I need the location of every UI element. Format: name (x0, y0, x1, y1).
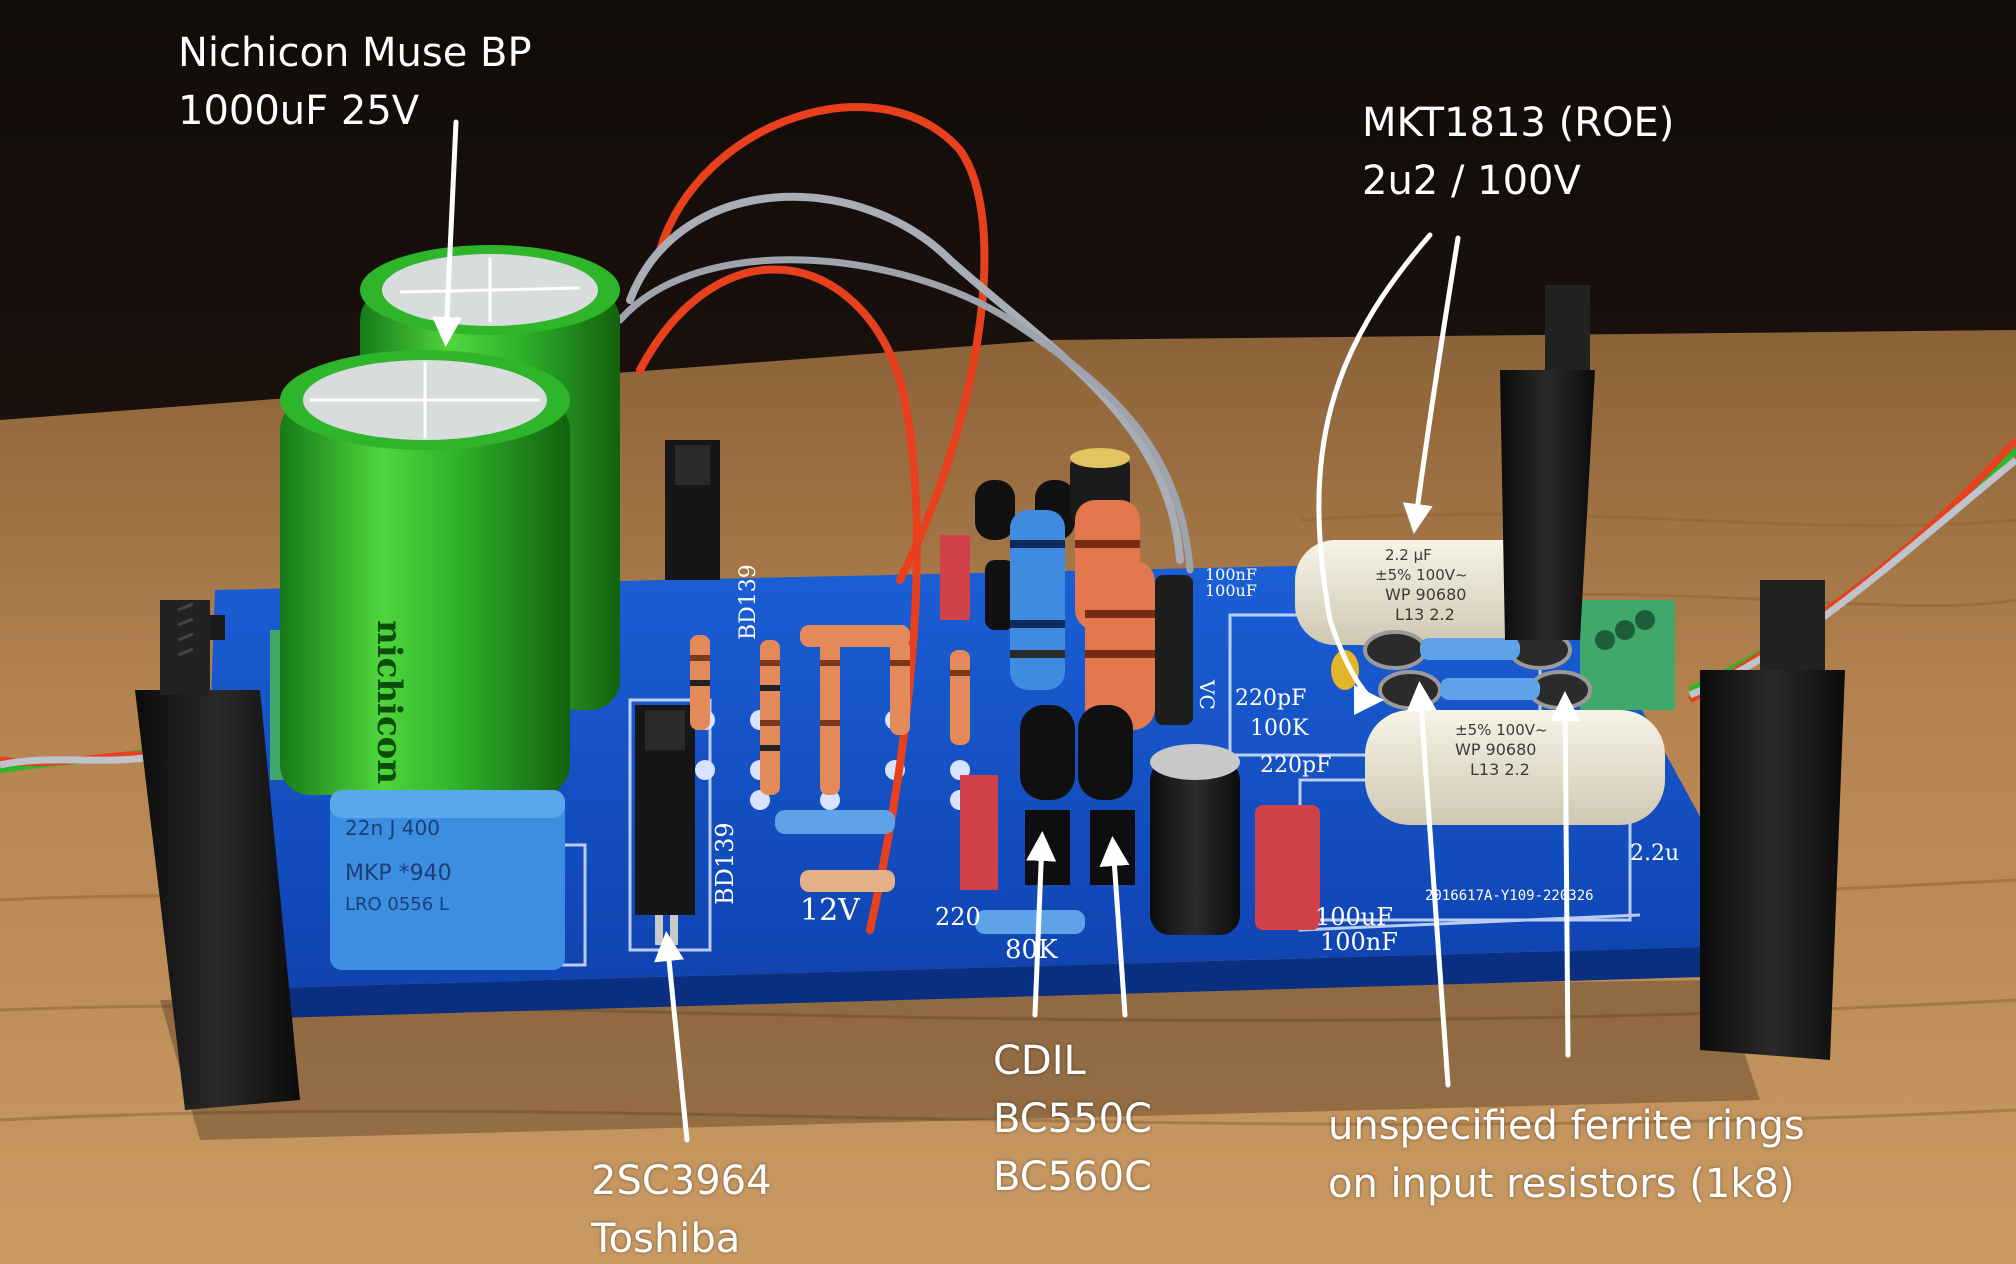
annotation-2sc3964-line1: 2SC3964 (591, 1158, 772, 1204)
power-resistors (1010, 500, 1155, 730)
film-capacitor-bottom: ±5% 100V~ WP 90680 L13 2.2 (1365, 710, 1665, 825)
label-12v: 12V (800, 893, 861, 928)
board-shadow (160, 980, 1760, 1140)
annotation-mkt1813-line2: 2u2 / 100V (1362, 158, 1581, 204)
film-cap-bottom-print-3: L13 2.2 (1470, 760, 1530, 779)
annotation-nichicon-muse-line2: 1000uF 25V (178, 88, 420, 134)
gray-wire-1 (626, 192, 1184, 564)
standoff-front-left (135, 600, 300, 1110)
label-vc: VC (1195, 679, 1219, 710)
annotation-2sc3964-line2: Toshiba (591, 1216, 741, 1262)
label-100nf-top: 100nF (1205, 565, 1257, 584)
label-220pf-a: 220pF (1235, 686, 1306, 711)
film-cap-bottom-print-2: WP 90680 (1455, 740, 1536, 759)
terminal-block-right (1580, 600, 1675, 710)
film-cap-top-print-4: L13 2.2 (1395, 605, 1455, 624)
label-100k: 100K (1250, 716, 1309, 741)
label-bd139-top: BD139 (736, 564, 761, 640)
nichicon-print: nichicon (369, 620, 409, 784)
annotation-mkt1813-line1: MKT1813 (ROE) (1362, 100, 1675, 146)
gray-wire-2 (616, 256, 1194, 574)
annotation-2sc3964: 2SC3964 Toshiba (591, 1152, 772, 1264)
small-transistors-top (975, 480, 1075, 630)
blue-cap-print-3: LRO 0556 L (345, 894, 449, 915)
label-80k: 80K (1005, 935, 1058, 965)
film-cap-bottom-print-1: ±5% 100V~ (1455, 721, 1548, 739)
red-box-capacitors (940, 535, 1320, 930)
cdil-transistors (1020, 705, 1135, 885)
annotation-mkt1813: MKT1813 (ROE) 2u2 / 100V (1362, 94, 1674, 210)
yellow-ceramic-capacitor (1331, 650, 1359, 690)
nichicon-capacitor-front: nichicon (280, 350, 570, 795)
annotation-cdil: CDIL BC550C BC560C (993, 1032, 1152, 1206)
label-100uf-bottom: 100uF (1315, 903, 1393, 931)
red-wire-1 (656, 103, 989, 584)
blue-cap-print-1: 22n J 400 (345, 816, 440, 840)
annotation-cdil-line1: CDIL (993, 1038, 1086, 1084)
pcb-board-edge (200, 945, 1775, 1020)
label-100uf-top: 100uF (1205, 581, 1257, 600)
annotation-ferrite-line2: on input resistors (1k8) (1328, 1161, 1795, 1207)
blue-film-capacitor: 22n J 400 MKP *940 LRO 0556 L (330, 790, 565, 970)
standoff-front-right (1700, 580, 1845, 1060)
label-2u2: 2.2u (1630, 841, 1679, 866)
label-100nf-bottom: 100nF (1320, 928, 1398, 956)
blue-cap-print-2: MKP *940 (345, 861, 452, 886)
film-cap-top-print-2: ±5% 100V~ (1375, 566, 1468, 584)
annotation-ferrite-rings: unspecified ferrite rings on input resis… (1328, 1097, 1805, 1213)
annotation-cdil-line2: BC550C (993, 1096, 1152, 1142)
film-cap-top-print-1: 2.2 µF (1385, 546, 1432, 564)
2sc3964-transistor (635, 705, 695, 945)
label-bd139-bottom: BD139 (711, 822, 739, 905)
label-220: 220 (935, 903, 981, 931)
annotation-nichicon-muse-line1: Nichicon Muse BP (178, 30, 532, 76)
annotation-ferrite-line1: unspecified ferrite rings (1328, 1103, 1805, 1149)
electrolytic-capacitor (1150, 744, 1240, 935)
label-board-code: 2016617A-Y109-220326 (1425, 888, 1594, 904)
annotation-cdil-line3: BC560C (993, 1154, 1152, 1200)
standoff-back-right (1500, 285, 1595, 640)
label-220pf-b: 220pF (1260, 753, 1331, 778)
resistor-array (690, 625, 1085, 934)
film-cap-top-print-3: WP 90680 (1385, 585, 1466, 604)
bd139-transistor-top (665, 440, 720, 580)
silkscreen-text: BD139 BD139 12V 80K 220 VC 220pF 100K 22… (711, 564, 1679, 965)
ferrite-bead-lead (1155, 575, 1193, 725)
annotation-nichicon-muse: Nichicon Muse BP 1000uF 25V (178, 24, 532, 140)
